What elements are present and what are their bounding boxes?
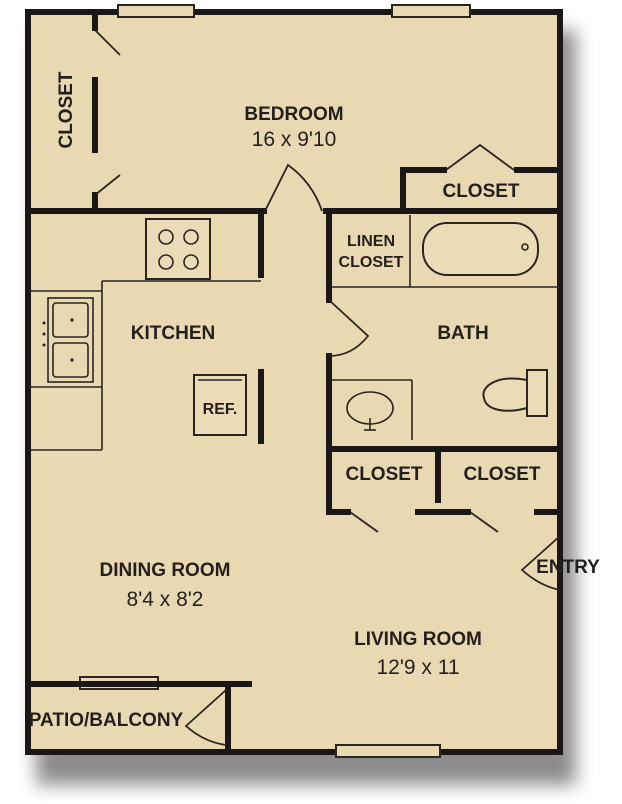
door-patio	[184, 689, 227, 746]
door-bath	[328, 299, 370, 357]
floor-area	[28, 12, 560, 752]
closet-left-label: CLOSET	[345, 464, 422, 485]
door-closet-left	[349, 511, 379, 533]
patio-label: PATIO/BALCONY	[29, 710, 184, 731]
door-bedroom-closet-bottom	[94, 174, 121, 196]
upper-closet-label: CLOSET	[442, 181, 519, 202]
window-bedroom-left	[117, 4, 195, 18]
doors	[94, 29, 561, 746]
door-closet-right	[469, 511, 499, 533]
stove	[145, 218, 211, 280]
linen-closet-label-2: CLOSET	[339, 254, 404, 271]
window-bedroom-right	[391, 4, 471, 18]
closet-right-label: CLOSET	[463, 464, 540, 485]
bedroom-label: BEDROOM	[244, 104, 343, 125]
dining-room-size: 8'4 x 8'2	[127, 588, 204, 611]
refrigerator-label: REF.	[203, 401, 238, 418]
linen-closet-label-1: LINEN	[347, 233, 395, 250]
window-living	[335, 744, 441, 758]
door-bedroom-closet-top	[94, 29, 121, 56]
kitchen-sink	[42, 297, 94, 383]
bedroom-size: 16 x 9'10	[252, 128, 337, 151]
toilet	[482, 369, 548, 417]
door-bedroom	[264, 163, 323, 212]
dining-room-label: DINING ROOM	[100, 560, 231, 581]
refrigerator	[193, 374, 247, 436]
kitchen-counters	[28, 215, 560, 451]
door-upper-closet	[445, 143, 515, 171]
exterior-walls	[25, 9, 563, 755]
living-room-label: LIVING ROOM	[354, 629, 482, 650]
living-room-size: 12'9 x 11	[376, 656, 459, 679]
bathtub	[422, 222, 539, 276]
bath-label: BATH	[437, 323, 488, 344]
entry-label: ENTRY	[536, 557, 600, 578]
door-entry	[520, 535, 561, 591]
kitchen-label: KITCHEN	[131, 323, 215, 344]
bath-sink	[346, 391, 394, 431]
bedroom-closet-label: CLOSET	[56, 71, 77, 148]
interior-walls	[25, 12, 563, 755]
